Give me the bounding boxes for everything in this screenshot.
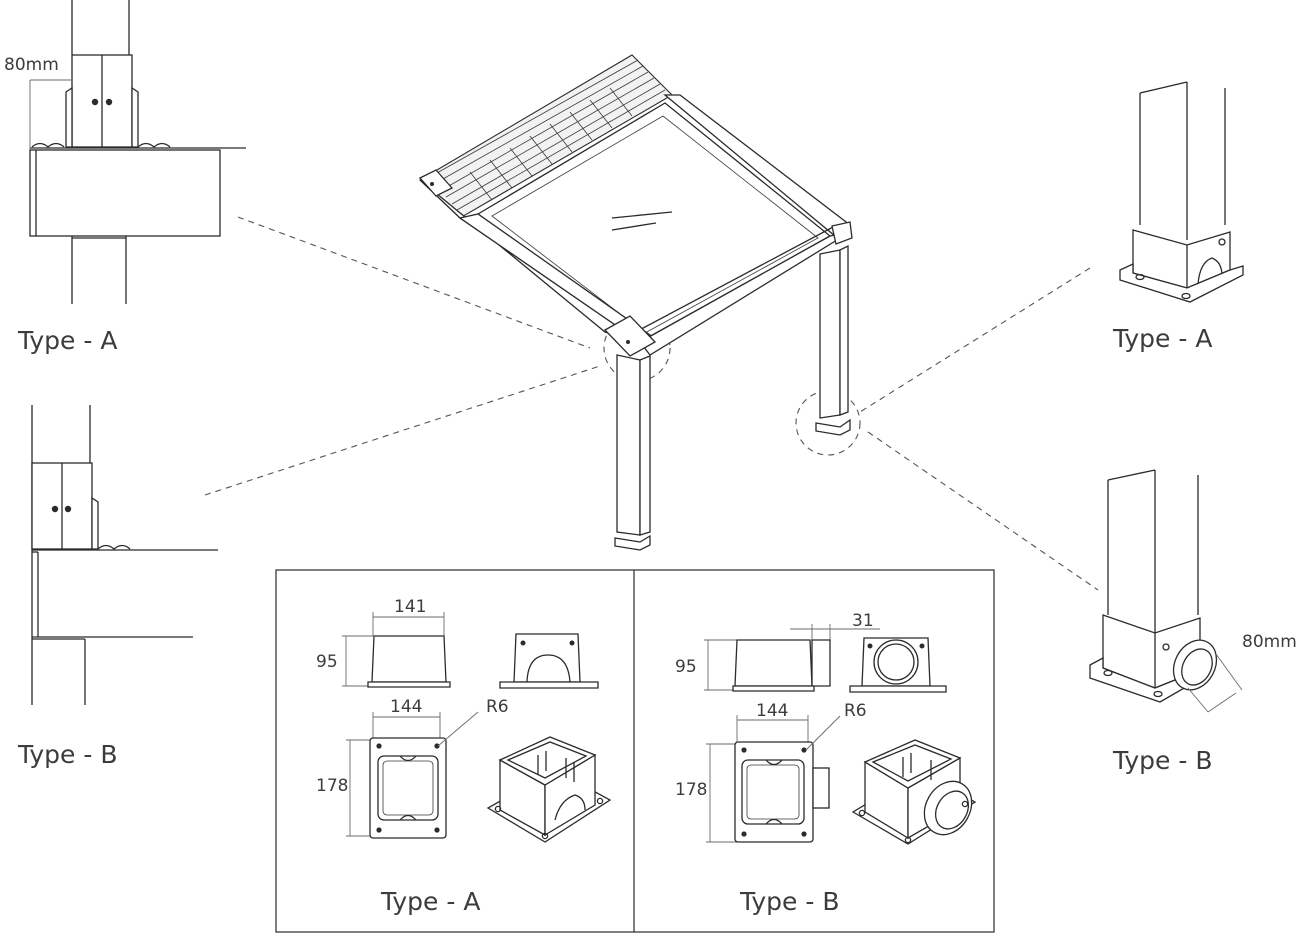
a-width-plan: 144 <box>390 697 422 717</box>
right-bottom-type-label: Type - B <box>1112 746 1213 775</box>
leader-lines <box>204 216 1099 591</box>
right-offset-dimension: 80mm <box>1242 632 1297 652</box>
left-top-type-label: Type - A <box>17 326 117 355</box>
panel-type-a: 141 95 144 178 R6 <box>316 597 612 843</box>
b-projection: 31 <box>852 611 874 631</box>
panel-b-type-label: Type - B <box>739 887 840 916</box>
a-width-top: 141 <box>394 597 426 617</box>
detail-left-type-b <box>31 405 218 705</box>
detail-right-type-a <box>1119 81 1244 303</box>
panel-type-b: 31 95 144 178 R6 <box>675 611 977 845</box>
panel-a-type-label: Type - A <box>380 887 480 916</box>
b-height-side: 95 <box>675 657 697 677</box>
left-offset-dimension: 80mm <box>4 55 59 75</box>
pergola-isometric <box>418 54 853 551</box>
a-height-side: 95 <box>316 652 338 672</box>
a-radius: R6 <box>486 697 509 717</box>
roof-louvres <box>427 59 666 211</box>
b-radius: R6 <box>844 701 867 721</box>
a-depth-plan: 178 <box>316 776 348 796</box>
left-bottom-type-label: Type - B <box>17 740 118 769</box>
spec-panel <box>275 569 995 933</box>
b-width-plan: 144 <box>756 701 788 721</box>
detail-left-type-a: 80mm <box>4 0 246 304</box>
detail-right-type-b: 80mm <box>1089 469 1297 713</box>
b-depth-plan: 178 <box>675 780 707 800</box>
right-top-type-label: Type - A <box>1112 324 1212 353</box>
